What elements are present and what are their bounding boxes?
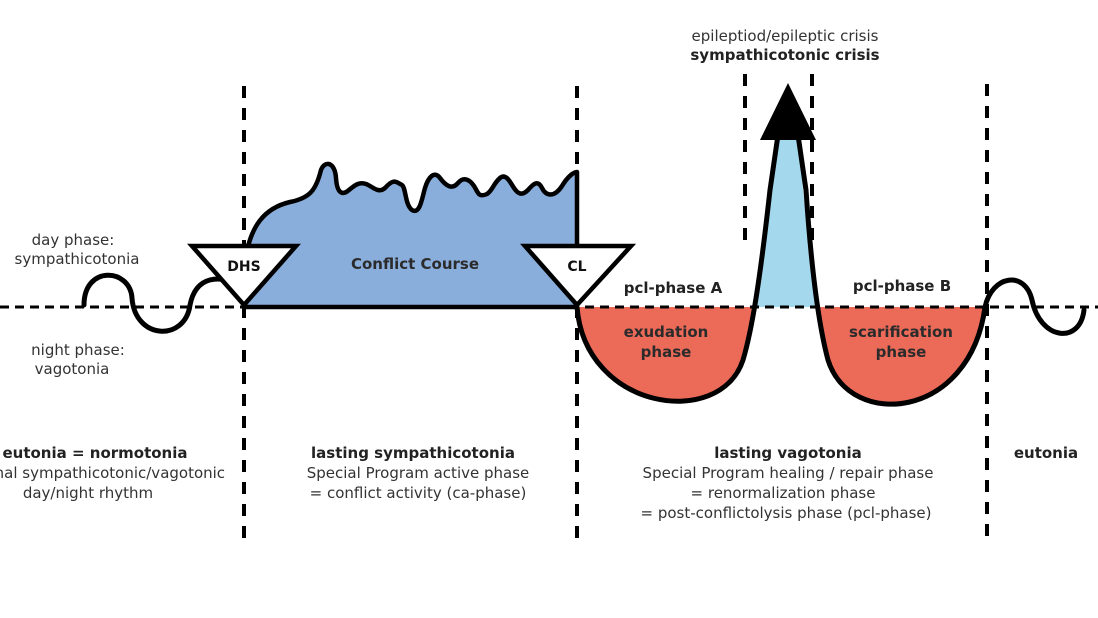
conflict-course-label: Conflict Course: [351, 255, 479, 273]
pcl-phase-b-label: pcl-phase B: [853, 277, 951, 295]
left-rhythm-wave: [81, 272, 243, 334]
dhs-marker: DHS: [187, 243, 301, 309]
pcl-phase-a-label: pcl-phase A: [624, 279, 723, 297]
vagotonia-line2: = renormalization phase: [691, 484, 876, 502]
scarification-label: scarification: [849, 323, 953, 341]
crisis-arrow-head: [760, 83, 816, 140]
healing-curve: [574, 134, 988, 407]
exudation-phase-area: [577, 307, 752, 402]
eutonia-left-title: eutonia = normotonia: [2, 444, 187, 462]
eutonia-right-title: eutonia: [1014, 444, 1078, 462]
eutonia-left-line2: day/night rhythm: [23, 484, 153, 502]
eutonia-left-line1: normal sympathicotonic/vagotonic: [0, 464, 225, 482]
crisis-spike-area: [752, 135, 818, 307]
scarification-phase-label: phase: [876, 343, 927, 361]
night-phase-label: night phase:: [31, 341, 125, 359]
cl-label: CL: [567, 259, 586, 275]
crisis-label-line1: epileptiod/epileptic crisis: [692, 27, 879, 45]
day-phase-sublabel: sympathicotonia: [15, 250, 140, 268]
vagotonia-title: lasting vagotonia: [714, 444, 862, 462]
scarification-phase-area: [818, 307, 985, 405]
exudation-phase-label: phase: [641, 343, 692, 361]
right-rhythm-wave: [982, 277, 1087, 336]
sympathicotonia-title: lasting sympathicotonia: [311, 444, 515, 462]
dhs-label: DHS: [227, 259, 260, 275]
conflict-course-area: [242, 161, 580, 310]
vagotonia-line1: Special Program healing / repair phase: [643, 464, 934, 482]
vagotonia-line3: = post-conflictolysis phase (pcl-phase): [641, 504, 932, 522]
cl-marker: CL: [520, 243, 637, 309]
night-phase-sublabel: vagotonia: [35, 360, 110, 378]
sympathicotonia-line2: = conflict activity (ca-phase): [310, 484, 527, 502]
crisis-label-line2: sympathicotonic crisis: [690, 46, 879, 64]
exudation-label: exudation: [624, 323, 709, 341]
day-phase-label: day phase:: [32, 231, 115, 249]
sympathicotonia-line1: Special Program active phase: [307, 464, 530, 482]
